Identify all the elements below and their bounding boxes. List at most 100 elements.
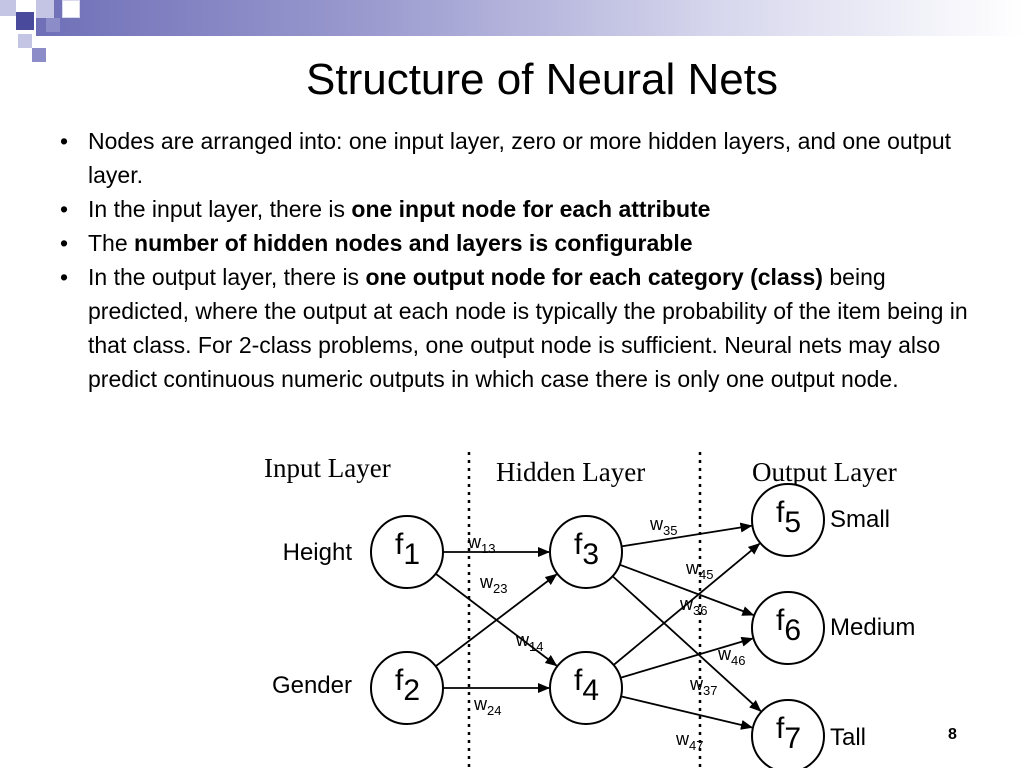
bullet-bold-text: number of hidden nodes and layers is con… (134, 230, 693, 256)
weight-label: w47 (675, 729, 703, 753)
node-letter: f (776, 604, 785, 637)
bullet-text: being predicted, where the output at eac… (88, 264, 968, 392)
weight-letter: w (689, 674, 704, 694)
weight-subscript: 37 (703, 683, 717, 698)
node-index: 2 (403, 674, 420, 707)
output-layer-label: Output Layer (752, 457, 897, 487)
weight-label: w13 (467, 532, 495, 556)
weight-subscript: 46 (731, 653, 745, 668)
hidden-layer-label: Hidden Layer (496, 457, 645, 487)
node-letter: f (395, 664, 404, 697)
node-letter: f (776, 496, 785, 529)
weight-subscript: 35 (663, 523, 677, 538)
bullet-item: In the input layer, there is one input n… (60, 192, 970, 226)
node-letter: f (395, 528, 404, 561)
decorative-square (62, 0, 80, 18)
node-f2-name: Gender (272, 672, 352, 699)
node-index: 4 (582, 674, 599, 707)
edges (435, 522, 762, 730)
node-f4-label: f4 (574, 664, 599, 707)
node-f5-label: f5 (776, 496, 801, 539)
weight-subscript: 23 (493, 581, 507, 596)
page-number: 8 (948, 726, 957, 743)
weight-letter: w (685, 558, 700, 578)
weight-label: w46 (717, 644, 745, 668)
weight-label: w45 (685, 558, 713, 582)
node-f7-name: Tall (830, 724, 866, 751)
node-index: 5 (784, 506, 801, 539)
decorative-square (18, 34, 32, 48)
weight-subscript: 14 (529, 639, 543, 654)
edge-f3-f7 (612, 575, 762, 712)
decorative-square (36, 0, 54, 18)
weight-label: w23 (479, 572, 507, 596)
node-f6 (751, 591, 825, 665)
node-letter: f (574, 664, 583, 697)
node-index: 3 (582, 538, 599, 571)
bullet-bold-text: one output node for each category (class… (365, 264, 823, 290)
node-f6-name: Medium (830, 614, 915, 641)
weight-subscript: 47 (689, 738, 703, 753)
slide-title: Structure of Neural Nets (306, 55, 778, 104)
bullet-text: The (88, 230, 135, 256)
weight-label: w36 (679, 594, 707, 618)
node-letter: f (574, 528, 583, 561)
edge-f3-f6 (619, 563, 755, 616)
bullet-text: In the output layer, there is (88, 264, 366, 290)
weight-letter: w (717, 644, 732, 664)
node-f1-name: Height (283, 539, 353, 566)
weight-label: w37 (689, 674, 717, 698)
bullet-text: In the input layer, there is (88, 196, 352, 222)
bullet-text: Nodes are arranged into: one input layer… (88, 128, 952, 188)
bullet-list: Nodes are arranged into: one input layer… (60, 124, 970, 396)
node-f3-label: f3 (574, 528, 599, 571)
decorative-square (32, 48, 46, 62)
node-index: 6 (784, 614, 801, 647)
header-gradient-bar (36, 0, 1024, 36)
bullet-bold-text: one input node for each attribute (351, 196, 711, 222)
edge-f4-f6 (620, 636, 754, 679)
edge-f4-f7 (620, 695, 753, 730)
weight-letter: w (473, 694, 488, 714)
bullet-item: Nodes are arranged into: one input layer… (60, 124, 970, 192)
node-f2-label: f2 (395, 664, 420, 707)
node-f3 (549, 515, 623, 589)
weight-letter: w (467, 532, 482, 552)
input-layer-label: Input Layer (264, 453, 391, 483)
weight-subscript: 45 (699, 567, 713, 582)
weight-label: w35 (649, 514, 677, 538)
node-f7-label: f7 (776, 712, 801, 755)
weight-letter: w (515, 630, 530, 650)
node-f4 (549, 651, 623, 725)
weight-letter: w (675, 729, 690, 749)
node-f2 (370, 651, 444, 725)
edge-f4-f5 (613, 542, 761, 666)
bullet-item: The number of hidden nodes and layers is… (60, 226, 970, 260)
decorative-square (0, 0, 16, 16)
decorative-square (46, 18, 60, 32)
edge-f1-f4 (435, 573, 558, 667)
node-index: 1 (403, 538, 420, 571)
node-f5 (751, 483, 825, 557)
node-letter: f (776, 712, 785, 745)
bullet-item: In the output layer, there is one output… (60, 260, 970, 396)
node-f7 (751, 699, 825, 768)
edge-f3-f5 (621, 522, 753, 548)
weight-letter: w (679, 594, 694, 614)
weight-letter: w (649, 514, 664, 534)
node-f5-name: Small (830, 506, 890, 533)
weight-subscript: 24 (487, 703, 501, 718)
weight-subscript: 36 (693, 603, 707, 618)
node-f6-label: f6 (776, 604, 801, 647)
weight-subscript: 13 (481, 541, 495, 556)
weight-label: w14 (515, 630, 543, 654)
node-index: 7 (784, 722, 801, 755)
node-f1-label: f1 (395, 528, 420, 571)
decorative-square (16, 12, 34, 30)
weight-letter: w (479, 572, 494, 592)
weight-label: w24 (473, 694, 501, 718)
node-f1 (370, 515, 444, 589)
